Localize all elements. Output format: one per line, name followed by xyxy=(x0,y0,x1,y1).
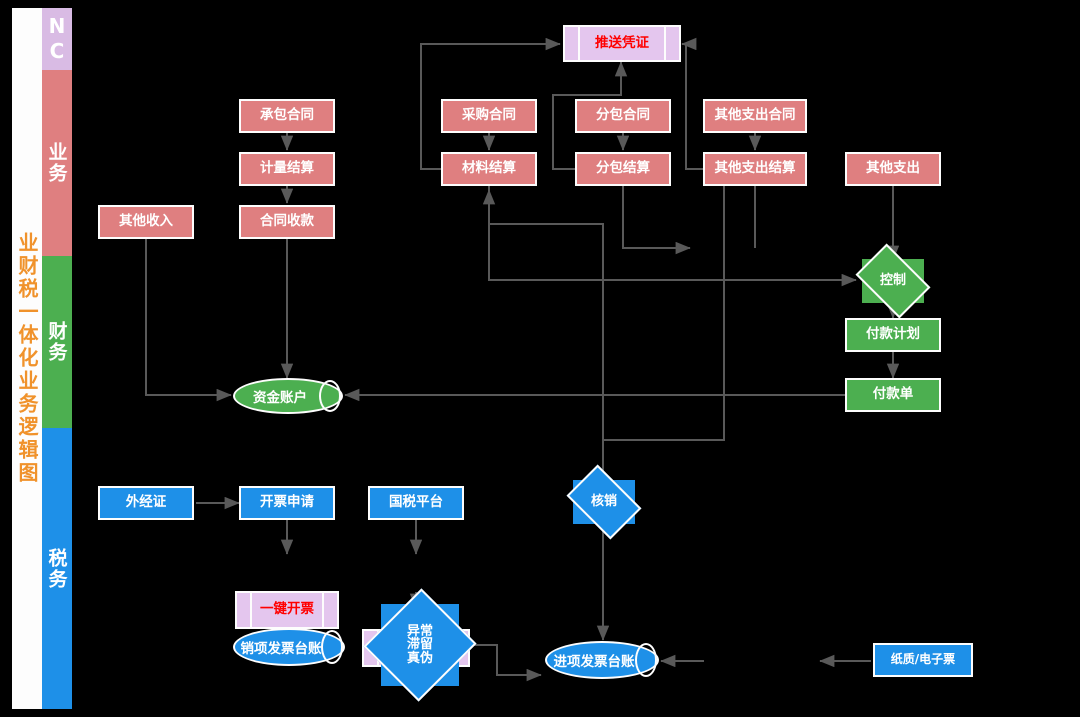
sales-ledger-label: 销项发票台账 xyxy=(240,641,322,657)
input-ledger-label: 进项发票台账 xyxy=(553,654,635,670)
rail-band-business: 业务 xyxy=(42,70,72,256)
node-ext-cert[interactable]: 外经证 xyxy=(98,486,194,520)
node-contract-receipt[interactable]: 合同收款 xyxy=(239,205,335,239)
abnormal-label: 异常 滞留 真伪 xyxy=(406,623,433,666)
rail-band-nc: NC xyxy=(42,8,72,70)
node-paper-e-invoice[interactable]: 纸质/电子票 xyxy=(873,643,973,677)
node-input-invoice-ledger[interactable]: 进项发票台账 xyxy=(545,641,659,679)
node-write-off[interactable]: 核销 xyxy=(566,464,642,540)
node-material-settle[interactable]: 材料结算 xyxy=(441,152,537,186)
node-fund-account[interactable]: 资金账户 xyxy=(233,378,343,414)
sales-ledger-cap xyxy=(321,630,343,664)
node-payment-plan[interactable]: 付款计划 xyxy=(845,318,941,352)
control-label: 控制 xyxy=(879,273,906,289)
rail-title-strip: 业财税一体化业务逻辑图 xyxy=(12,8,42,709)
diagram-title: 业财税一体化业务逻辑图 xyxy=(15,232,39,485)
node-other-expense-settle[interactable]: 其他支出结算 xyxy=(703,152,807,186)
fund-account-label: 资金账户 xyxy=(253,390,307,406)
write-off-label: 核销 xyxy=(590,494,617,510)
node-one-click-invoice[interactable]: 一键开票 xyxy=(235,591,339,629)
input-ledger-cap xyxy=(635,643,657,677)
node-control-decision[interactable]: 控制 xyxy=(855,243,931,319)
rail-band-tax: 税务 xyxy=(42,428,72,709)
node-sales-invoice-ledger[interactable]: 销项发票台账 xyxy=(233,628,345,666)
node-sub-settle[interactable]: 分包结算 xyxy=(575,152,671,186)
node-measure-settle[interactable]: 计量结算 xyxy=(239,152,335,186)
node-sub-contract[interactable]: 分包合同 xyxy=(575,99,671,133)
node-invoice-apply[interactable]: 开票申请 xyxy=(239,486,335,520)
node-purchase-contract[interactable]: 采购合同 xyxy=(441,99,537,133)
node-contract-undertake[interactable]: 承包合同 xyxy=(239,99,335,133)
node-payment-order[interactable]: 付款单 xyxy=(845,378,941,412)
node-other-expense-contract[interactable]: 其他支出合同 xyxy=(703,99,807,133)
node-push-voucher[interactable]: 推送凭证 xyxy=(563,25,681,62)
rail-band-nc-label: NC xyxy=(45,14,69,64)
rail-band-finance: 财务 xyxy=(42,256,72,428)
node-abnormal-check[interactable]: 异常 滞留 真伪 xyxy=(363,588,477,702)
node-other-income[interactable]: 其他收入 xyxy=(98,205,194,239)
node-tax-platform[interactable]: 国税平台 xyxy=(368,486,464,520)
fund-account-cap xyxy=(319,380,341,412)
node-other-expense[interactable]: 其他支出 xyxy=(845,152,941,186)
